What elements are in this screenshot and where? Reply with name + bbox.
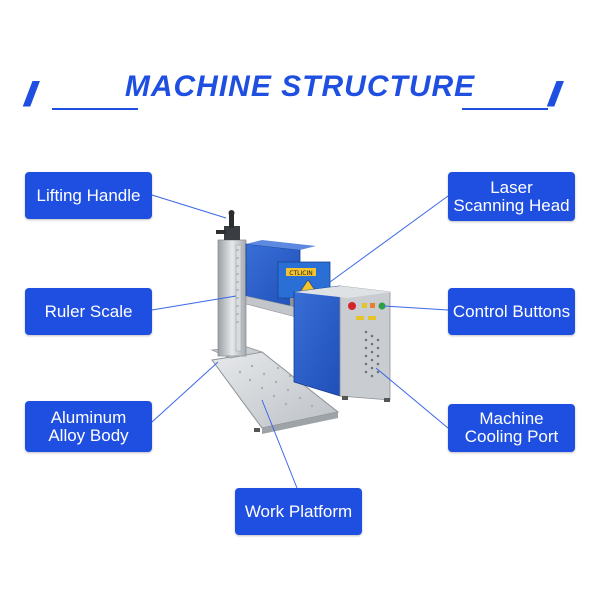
label-control-buttons-text: Control Buttons <box>452 301 571 321</box>
label-laser-text: Laser <box>490 177 533 197</box>
lifting-handle-knob <box>229 214 234 228</box>
label-work-platform-text: Work Platform <box>244 501 353 521</box>
label-scanning-head-text: Scanning Head <box>453 195 570 215</box>
diagram-title: MACHINE STRUCTURE <box>124 70 476 103</box>
label-control-buttons: Control Buttons <box>448 288 575 335</box>
leader-work-platform <box>261 399 298 489</box>
emergency-stop-button <box>348 302 356 310</box>
ruler-ticks <box>236 249 239 323</box>
cooling-vents <box>364 330 380 378</box>
leader-lifting-handle <box>151 194 227 219</box>
title-rule-right <box>462 108 548 110</box>
label-ruler-scale-text: Ruler Scale <box>44 301 133 321</box>
leader-ruler-scale <box>151 295 237 311</box>
title-rule-left <box>52 108 138 110</box>
label-alloy-body-text: Alloy Body <box>48 425 129 445</box>
label-machine-text: Machine <box>479 409 544 428</box>
leader-lines <box>151 194 449 489</box>
leader-aluminum-body <box>151 361 219 423</box>
head-badge: CTLICIN <box>289 270 312 277</box>
label-laser-scanning-head: Laser Scanning Head <box>448 172 575 221</box>
label-machine-cooling-port: Machine Cooling Port <box>448 404 575 452</box>
label-aluminum-alloy-body: Aluminum Alloy Body <box>25 401 152 452</box>
control-cabinet-side <box>293 285 341 397</box>
label-ruler-scale: Ruler Scale <box>25 288 152 335</box>
label-aluminum-text: Aluminum <box>50 407 127 427</box>
leader-cooling-port <box>375 367 449 429</box>
label-work-platform: Work Platform <box>235 488 362 535</box>
label-lifting-handle-text: Lifting Handle <box>36 185 141 205</box>
label-lifting-handle: Lifting Handle <box>25 172 152 219</box>
label-cooling-port-text: Cooling Port <box>464 427 559 446</box>
leader-control-buttons <box>383 305 449 311</box>
leader-laser-head <box>329 195 449 283</box>
